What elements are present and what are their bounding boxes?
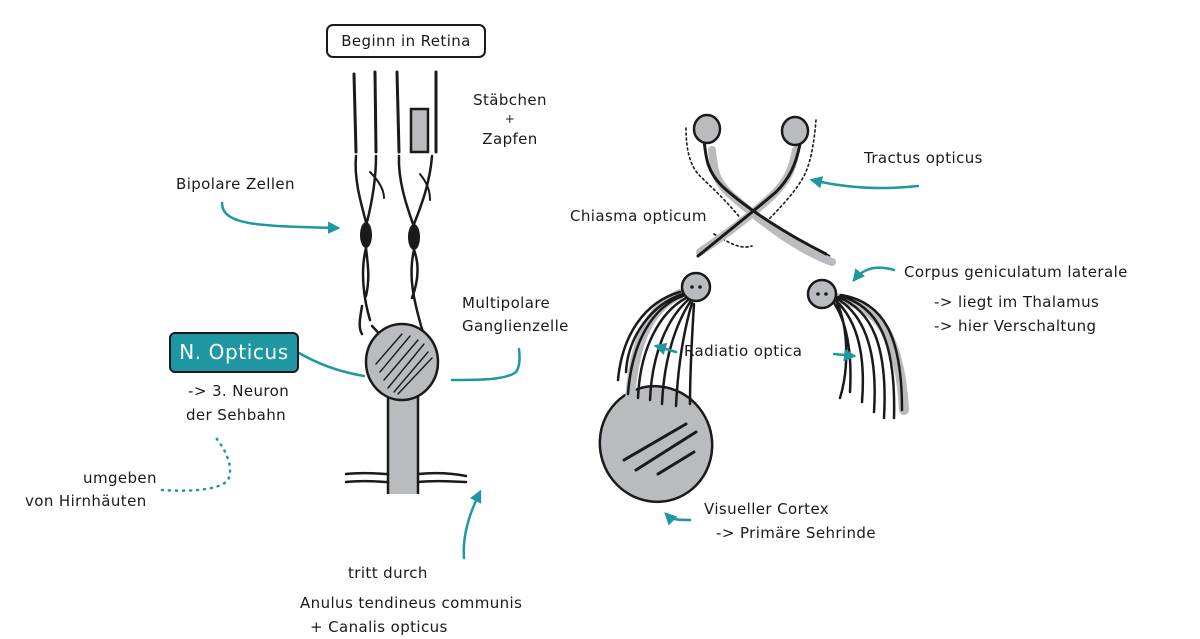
passage-arrow	[462, 489, 482, 560]
retina-neuron-chain	[352, 70, 438, 350]
meninges-note-line2: von Hirnhäuten	[25, 492, 147, 510]
neuron-note-line1: -> 3. Neuron	[188, 382, 290, 400]
tractus-arrow	[809, 176, 920, 190]
radiation-fibers-right	[830, 293, 909, 420]
ganglion-label-line1: Multipolare	[462, 294, 551, 312]
lgn-left-dot	[690, 285, 694, 289]
radiatio-label: Radiatio optica	[684, 342, 803, 360]
lgn-arrow	[852, 266, 896, 282]
eyeball-right	[780, 115, 810, 147]
geniculate-label-line2: -> liegt im Thalamus	[934, 293, 1100, 311]
tractus-label: Tractus opticus	[864, 149, 983, 167]
optic-chiasm-and-tracts	[685, 119, 836, 266]
optic-canal-wall	[344, 471, 468, 484]
optic-nerve-shaft	[386, 396, 420, 494]
lgn-left-dot	[698, 285, 702, 289]
meninges-note-line1: umgeben	[83, 469, 157, 487]
chiasma-label: Chiasma opticum	[570, 207, 707, 225]
meninges-dotted-line	[160, 436, 232, 492]
n-opticus-label: N. Opticus	[179, 340, 289, 364]
lgn-right-dot	[816, 292, 820, 296]
n-opticus-box	[169, 332, 299, 373]
cortex-label-line1: Visueller Cortex	[704, 500, 830, 518]
retina-start-box	[326, 24, 486, 58]
ganglion-leader-line	[450, 347, 521, 382]
ganglion-cell-body	[364, 322, 440, 402]
radiatio-arrow-left	[653, 342, 678, 355]
neuron-note-line2: der Sehbahn	[186, 406, 287, 424]
lgn-left	[680, 271, 712, 303]
passage-note-line1: tritt durch	[348, 564, 428, 582]
eyeball-left	[692, 113, 722, 145]
geniculate-label-line3: -> hier Verschaltung	[934, 317, 1097, 335]
radiation-fibers-left	[616, 289, 696, 408]
radiatio-arrow-right	[832, 348, 857, 362]
bipolar-label: Bipolare Zellen	[176, 175, 295, 193]
cone-cell	[409, 107, 430, 154]
bipolar-arrow	[220, 201, 341, 234]
photoreceptor-label-rods: Stäbchen	[473, 91, 547, 109]
opticus-leader-line	[297, 351, 366, 378]
visual-cortex-shape	[598, 384, 714, 504]
bipolar-cell-body	[360, 222, 372, 248]
photoreceptor-label-plus: +	[504, 112, 516, 126]
ganglion-label-line2: Ganglienzelle	[462, 317, 569, 335]
lgn-right-dot	[824, 292, 828, 296]
bipolar-cell-body	[408, 224, 420, 250]
passage-note-line3: + Canalis opticus	[310, 618, 448, 636]
passage-note-line2: Anulus tendineus communis	[300, 594, 523, 612]
geniculate-label-line1: Corpus geniculatum laterale	[904, 263, 1128, 281]
photoreceptor-label-cones: Zapfen	[482, 130, 538, 148]
lgn-right	[806, 278, 838, 310]
retina-start-label: Beginn in Retina	[341, 32, 471, 50]
cortex-arrow	[664, 512, 692, 526]
cortex-label-line2: -> Primäre Sehrinde	[716, 524, 876, 542]
